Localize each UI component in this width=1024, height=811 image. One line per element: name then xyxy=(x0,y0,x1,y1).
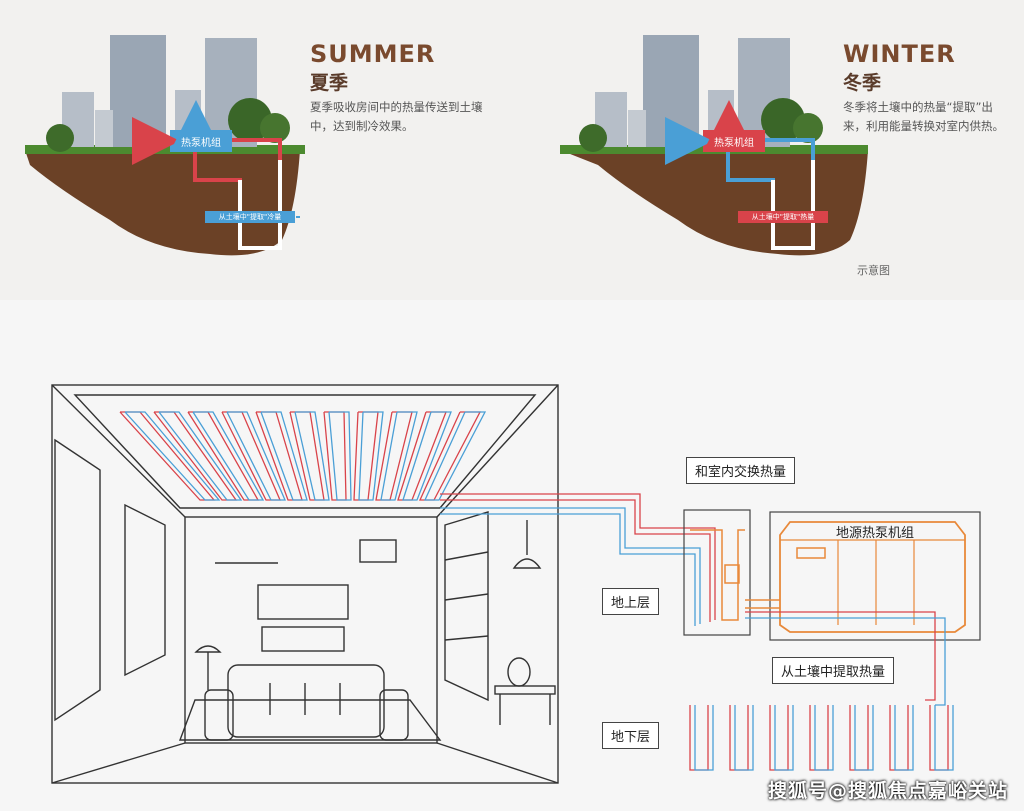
exchange-label: 和室内交换热量 xyxy=(686,457,796,484)
winter-title: WINTER xyxy=(843,40,956,68)
summer-pipe-banner xyxy=(205,211,295,223)
ceiling-coil xyxy=(423,411,487,501)
ceiling-coil xyxy=(294,411,330,501)
aboveground-label: 地上层 xyxy=(602,588,660,615)
building xyxy=(643,35,699,147)
heat-pump-unit xyxy=(745,511,981,641)
building xyxy=(95,110,113,147)
summer-pipe-label: 从土壤中"提取"冷量 xyxy=(218,213,282,221)
winter-pipe-banner xyxy=(738,211,828,223)
room-drawing xyxy=(51,384,559,784)
tree xyxy=(260,113,290,143)
ceiling-coil xyxy=(124,411,221,501)
exchanger-box xyxy=(683,509,751,636)
ceiling-coil xyxy=(328,411,352,501)
ceiling-coil xyxy=(402,411,452,501)
winter-island xyxy=(560,35,868,256)
schematic-note: 示意图 xyxy=(857,264,890,277)
ground-coil xyxy=(814,705,834,771)
ceiling-coil xyxy=(192,411,265,501)
ground-coil xyxy=(854,705,874,771)
ground-coil xyxy=(774,705,794,771)
unit-label: 地源热泵机组 xyxy=(836,526,915,541)
tree xyxy=(793,113,823,143)
supply-pipes xyxy=(440,493,716,626)
ground-coil xyxy=(894,705,914,771)
summer-island xyxy=(25,35,305,256)
extract-label: 从土壤中提取热量 xyxy=(772,657,895,684)
underground-label: 地下层 xyxy=(602,722,660,749)
ceiling-coil xyxy=(158,411,243,501)
tree xyxy=(579,124,607,152)
ground-coil xyxy=(934,705,954,771)
watermark: 搜狐号@搜狐焦点嘉峪关站 xyxy=(767,780,1008,802)
ground-coil xyxy=(734,705,754,771)
building xyxy=(110,35,166,147)
ground-coil xyxy=(694,705,714,771)
winter-subtitle: 冬季 xyxy=(843,72,882,94)
winter-unit-label: 热泵机组 xyxy=(714,138,754,149)
ceiling-coils xyxy=(119,411,487,501)
summer-unit-label: 热泵机组 xyxy=(181,138,221,149)
winter-description: 冬季将土壤中的热量“提取”出来，利用能量转换对室内供热。 xyxy=(843,100,1004,133)
ceiling-coil xyxy=(380,411,418,501)
ceiling-coil xyxy=(358,411,384,501)
tree xyxy=(46,124,74,152)
summer-title: SUMMER xyxy=(310,40,436,68)
ground-loop xyxy=(745,611,946,706)
winter-pipe-label: 从土壤中"提取"热量 xyxy=(751,213,815,221)
ceiling-coil xyxy=(260,411,308,501)
building xyxy=(628,110,646,147)
summer-subtitle: 夏季 xyxy=(310,72,349,94)
ground-coils xyxy=(689,705,954,771)
ceiling-coil xyxy=(226,411,286,501)
summer-description: 夏季吸收房间中的热量传送到土壤中，达到制冷效果。 xyxy=(310,100,483,133)
